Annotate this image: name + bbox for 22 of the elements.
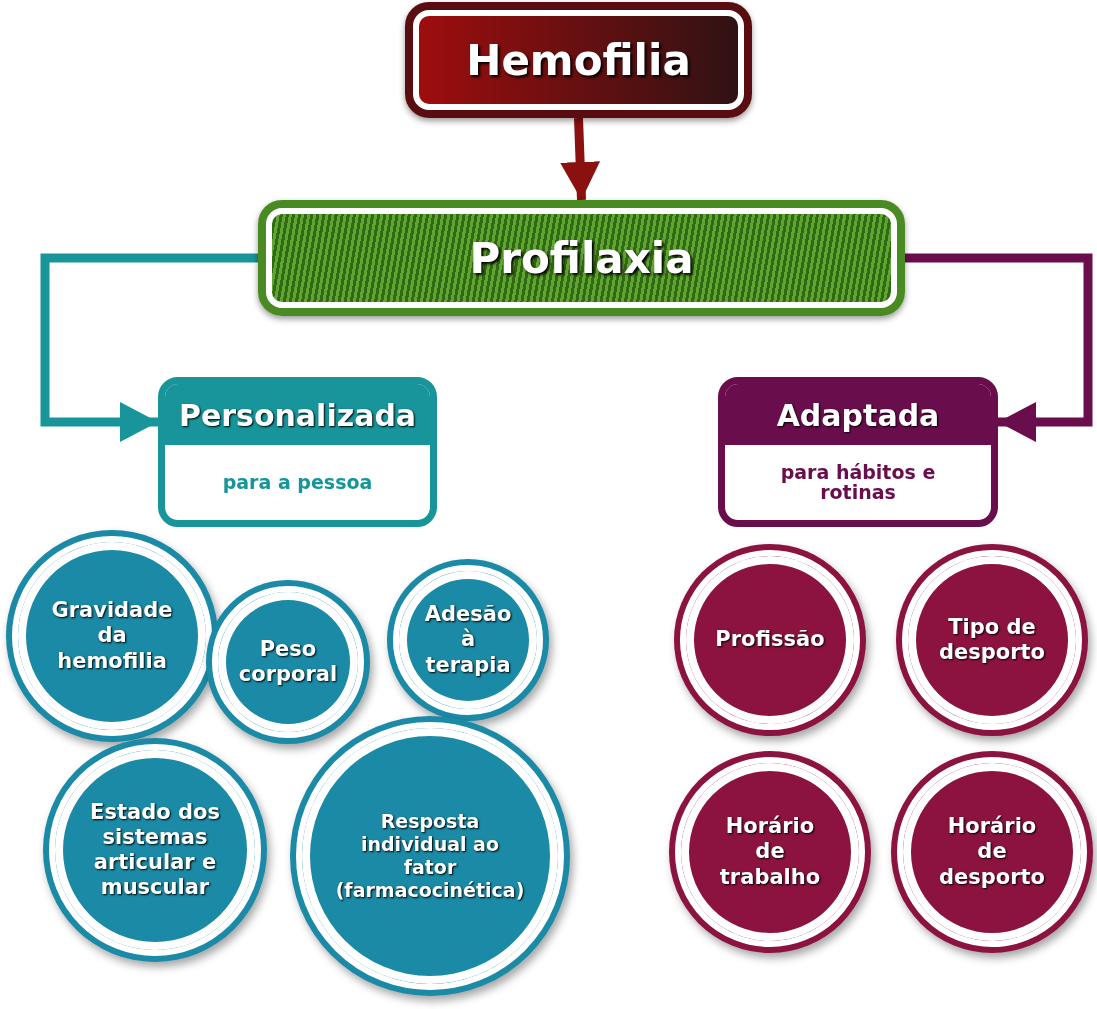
node-text: Resposta individual ao fator (farmacocinética) — [335, 810, 525, 902]
node-text: Tipo de desporto — [937, 614, 1047, 666]
node-text: Profissão — [715, 627, 825, 653]
card-heading: Adaptada — [725, 384, 991, 445]
card-heading: Personalizada — [165, 384, 430, 445]
title-box — [258, 200, 905, 316]
node-text: Horário de trabalho — [719, 814, 821, 890]
category-card — [718, 377, 998, 527]
node-text: Peso corporal — [237, 636, 339, 688]
arrow — [40, 253, 258, 442]
node-text: Estado dos sistemas articular e muscular — [89, 799, 221, 901]
title-box — [405, 2, 752, 118]
node-text: Adesão à terapia — [423, 602, 513, 678]
node-title: Hemofilia — [466, 35, 691, 85]
card-subtitle: para hábitos e rotinas — [779, 459, 937, 505]
node-text: Horário de desporto — [939, 814, 1046, 890]
card-subtitle: para a pessoa — [221, 469, 374, 495]
arrow — [560, 117, 601, 201]
node-title: Profilaxia — [469, 233, 694, 283]
node-text: Gravidade da hemofilia — [51, 598, 173, 674]
category-card — [158, 377, 437, 527]
arrow — [905, 253, 1093, 442]
